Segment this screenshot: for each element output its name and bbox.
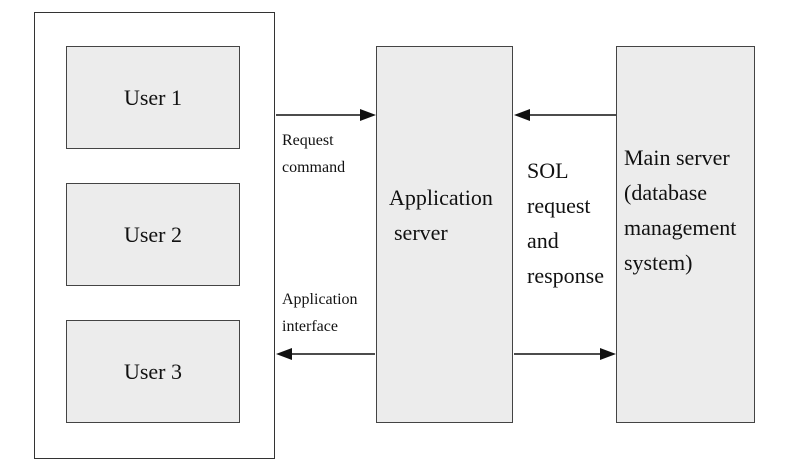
main-server-label: Main server (database management system) — [624, 145, 737, 275]
app-to-main-arrow-head — [600, 348, 616, 360]
main-server-node — [616, 46, 755, 423]
request-arrow-head — [360, 109, 376, 121]
request-command-label: Request command — [282, 132, 346, 176]
user-1-node: User 1 — [66, 46, 240, 149]
user-3-label: User 3 — [123, 358, 183, 384]
user-2-label: User 2 — [123, 221, 183, 247]
user-3-node: User 3 — [66, 320, 240, 423]
main-to-app-arrow-head — [514, 109, 530, 121]
application-server-node — [376, 46, 513, 423]
sql-request-response-label: SOL request and response — [527, 158, 604, 288]
user-2-node: User 2 — [66, 183, 240, 286]
user-1-label: User 1 — [123, 84, 183, 110]
application-server-label: Application server — [389, 185, 493, 245]
interface-arrow-head — [276, 348, 292, 360]
application-interface-label: Application interface — [282, 291, 358, 335]
